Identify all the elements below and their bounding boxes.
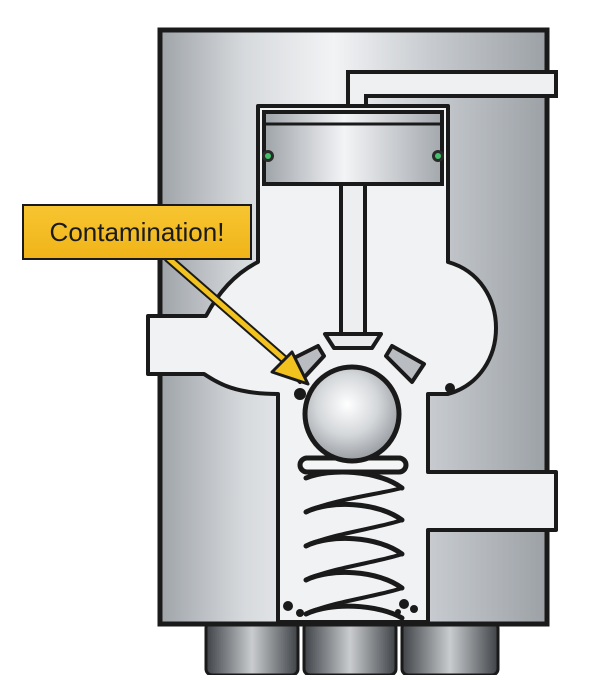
ball	[302, 364, 402, 464]
base-feet	[204, 620, 500, 677]
contamination-particles	[283, 599, 418, 617]
piston	[262, 110, 444, 350]
spring	[297, 455, 409, 621]
callout-arrow	[163, 253, 310, 386]
contamination-callout: Contamination!	[22, 204, 252, 260]
